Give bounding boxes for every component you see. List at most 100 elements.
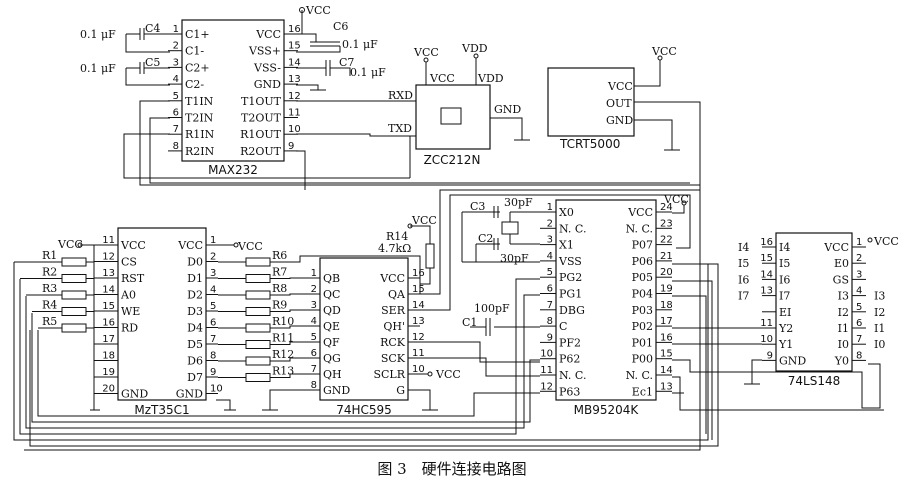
mzt-left-pin-num: 15 (102, 301, 115, 312)
ls148-ext-input: VCC (873, 235, 899, 248)
c7-label: C7 (339, 56, 354, 69)
mzt-right-pin-num: 8 (210, 351, 216, 362)
mb95-right-pin-label: N. C. (626, 369, 653, 382)
mzt-right-pin-num: 3 (210, 268, 216, 279)
resistor-wire (270, 341, 306, 345)
hc595-left-pin-label: GND (323, 384, 350, 397)
hc595-left-pin-num: 2 (311, 284, 317, 295)
max232-left-pin-label: C2- (185, 78, 204, 91)
mzt-vcc-right: VCC (237, 240, 263, 253)
ls148-left-pin-num: 9 (767, 350, 773, 361)
resistor (61, 257, 87, 267)
hc595-right-pin-num: 16 (412, 268, 425, 279)
mzt-left-pin-num: 17 (102, 334, 115, 345)
resistor (245, 257, 271, 267)
mb95-right-pin-num: 13 (660, 381, 673, 392)
max232-left-pin-num: 2 (173, 41, 179, 52)
hc595-left-pin-label: QC (323, 288, 340, 301)
mzt-right-pin-num: 1 (210, 235, 216, 246)
mb95-left-pin-num: 2 (547, 218, 553, 229)
tcrt-pin-vcc: VCC (607, 80, 633, 93)
mb95-right-pin-num: 21 (660, 251, 673, 262)
mzt-left-pin-label: A0 (120, 289, 136, 302)
mb95-left-pin-num: 9 (547, 332, 553, 343)
mzt-right-pin-num: 7 (210, 334, 216, 345)
mzt-left-pin-num: 18 (102, 351, 115, 362)
ls148-left-pin-num: 11 (760, 318, 773, 329)
resistor-label: R2 (42, 266, 57, 279)
c2-label: C2 (478, 232, 493, 245)
hc595-left-pin-num: 7 (311, 364, 317, 375)
resistor-wire (270, 277, 306, 279)
mzt-right-pin-label: D0 (187, 256, 203, 269)
mb95-right-pin-label: P04 (632, 288, 653, 301)
mzt-right-pin-label: D3 (187, 305, 203, 318)
mb95-right-pin-num: 19 (660, 284, 673, 295)
c4-label: C4 (145, 22, 160, 35)
resistor-wire (270, 373, 306, 378)
c6-label: C6 (333, 20, 348, 33)
max232-left-pin-label: R2IN (185, 145, 215, 158)
hc595-left-pin-num: 4 (311, 316, 317, 327)
mzt-right-pin-num: 9 (210, 367, 216, 378)
mb95-left-pin-num: 6 (547, 284, 553, 295)
max232-right-pin-label: T2OUT (241, 112, 282, 125)
mzt-left-pin-num: 20 (102, 384, 115, 395)
max232-right-pin-label: GND (254, 78, 281, 91)
mb95-left-pin-num: 3 (547, 235, 553, 246)
mzt-right-pin-label: VCC (177, 239, 203, 252)
mzt-left-pin-label: WE (121, 305, 140, 318)
max232-right-pin-label: VSS+ (248, 45, 281, 58)
ls148-left-pin-num: 15 (760, 253, 773, 264)
max232-left-pin-num: 8 (173, 141, 179, 152)
hc595-left-pin-num: 8 (311, 380, 317, 391)
mb95-left-pin-num: 10 (540, 349, 553, 360)
resistor-wire (270, 309, 306, 312)
ls148-ext-input: I5 (738, 257, 749, 270)
mb95-left-pin-label: PG2 (559, 271, 582, 284)
mzt-vcc-left: VCC (57, 238, 83, 251)
max232-left-pin-label: C1- (185, 45, 204, 58)
max232-right-pin-num: 12 (288, 91, 301, 102)
resistor-wire (270, 325, 306, 329)
mb95-right-pin-num: 16 (660, 332, 673, 343)
mb95-right-pin-label: P02 (632, 320, 653, 333)
mb95-left-pin-label: PG1 (559, 288, 582, 301)
ls148-right-pin-label: I1 (838, 322, 849, 335)
ls148-ext-input: I0 (874, 338, 885, 351)
mzt-right-pin-label: D1 (187, 272, 203, 285)
r14-value: 4.7kΩ (378, 242, 411, 255)
ls148-left-pin-label: I5 (779, 257, 790, 270)
mb95-left-pin-label: N. C. (559, 369, 586, 382)
ls148-right-pin-num: 7 (856, 334, 862, 345)
max232-left-pin-num: 4 (173, 74, 179, 85)
max232-right-pin-label: R2OUT (240, 145, 282, 158)
ls148-right-pin-num: 5 (856, 302, 862, 313)
ls148-ext-input: I6 (738, 273, 749, 286)
max232-right-pin-label: T1OUT (241, 95, 282, 108)
ls148-right-pin-label: I0 (838, 338, 849, 351)
hc595-left-pin-label: QB (323, 272, 340, 285)
resistor-label: R4 (42, 299, 57, 312)
resistor-wire (270, 293, 306, 296)
zcc-gnd: GND (494, 103, 521, 116)
resistor-label: R1 (42, 249, 57, 262)
hc595-right-pin-label: QA (388, 288, 406, 301)
max232-left-pin-label: T1IN (185, 95, 214, 108)
r14-label: R14 (386, 230, 408, 243)
mzt-right-pin-label: D6 (187, 355, 203, 368)
hc595-right-pin-label: RCK (380, 336, 406, 349)
hc595-right-pin-num: 11 (412, 348, 425, 359)
ls148-right-pin-label: I3 (838, 290, 849, 303)
hc595-vcc: VCC (435, 368, 461, 381)
mb95-left-pin-label: VSS (558, 255, 582, 268)
mb95-right-pin-label: P07 (632, 239, 653, 252)
mb95-right-pin-label: VCC (627, 206, 653, 219)
zcc212n-module: ZCC212N VCC VDD VCC VDD RXD TXD GND (388, 42, 530, 178)
max232-left-pin-label: C1+ (185, 28, 210, 41)
c3-value: 30pF (504, 196, 533, 209)
c1-label: C1 (462, 316, 477, 329)
resistor-label: R3 (42, 282, 57, 295)
